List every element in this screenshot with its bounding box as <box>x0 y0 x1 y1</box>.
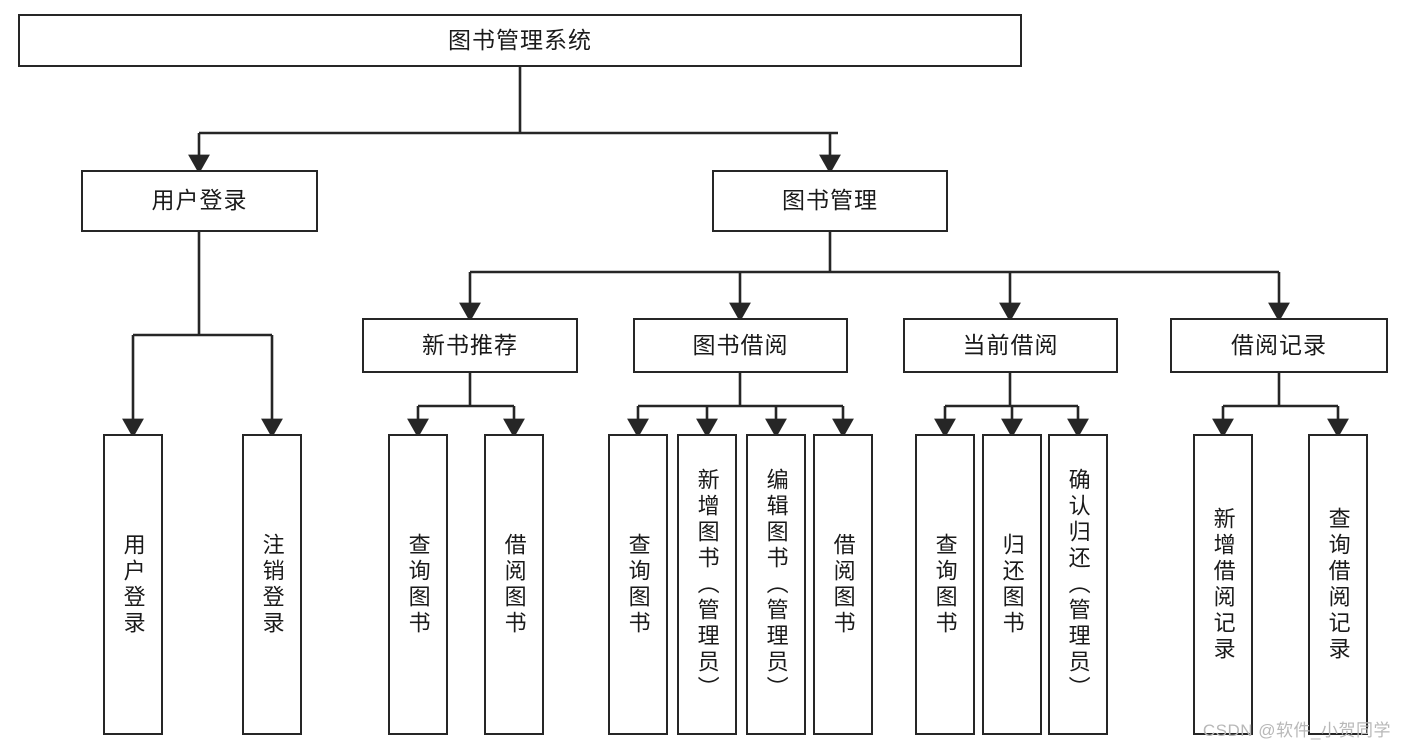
node-label: 新书推荐 <box>422 331 518 358</box>
node-label: 新增借阅记录 <box>1210 506 1236 663</box>
node-leaf-user-login-signin[interactable]: 用户登录 <box>103 434 163 735</box>
node-book-management[interactable]: 图书管理 <box>712 170 948 232</box>
node-label: 查询图书 <box>932 532 958 637</box>
node-label: 借阅记录 <box>1231 331 1327 358</box>
node-leaf-current-query[interactable]: 查询图书 <box>915 434 975 735</box>
node-label: 注销登录 <box>259 532 285 637</box>
node-label: 借阅图书 <box>830 532 856 637</box>
node-leaf-borrow-query[interactable]: 查询图书 <box>608 434 668 735</box>
node-label: 确认归还（管理员） <box>1065 467 1091 702</box>
node-leaf-borrow-edit-admin[interactable]: 编辑图书（管理员） <box>746 434 806 735</box>
node-label: 图书借阅 <box>692 331 789 358</box>
node-user-login[interactable]: 用户登录 <box>81 170 318 232</box>
node-label: 图书管理系统 <box>448 26 592 53</box>
node-leaf-current-return[interactable]: 归还图书 <box>982 434 1042 735</box>
node-new-book-recommend[interactable]: 新书推荐 <box>362 318 578 373</box>
node-leaf-borrow-lend[interactable]: 借阅图书 <box>813 434 873 735</box>
node-label: 查询图书 <box>625 532 651 637</box>
csdn-watermark: CSDN @软件_小贺同学 <box>1202 721 1391 740</box>
node-leaf-current-confirm-admin[interactable]: 确认归还（管理员） <box>1048 434 1108 735</box>
node-label: 用户登录 <box>120 532 146 637</box>
node-label: 查询借阅记录 <box>1325 506 1351 663</box>
node-label: 查询图书 <box>405 532 431 637</box>
node-label: 新增图书（管理员） <box>694 467 720 702</box>
node-leaf-user-login-signout[interactable]: 注销登录 <box>242 434 302 735</box>
node-label: 归还图书 <box>999 532 1025 637</box>
node-leaf-borrow-add-admin[interactable]: 新增图书（管理员） <box>677 434 737 735</box>
node-book-borrow[interactable]: 图书借阅 <box>633 318 848 373</box>
node-label: 借阅图书 <box>501 532 527 637</box>
node-label: 图书管理 <box>782 187 878 214</box>
node-current-borrow[interactable]: 当前借阅 <box>903 318 1118 373</box>
node-label: 用户登录 <box>151 187 248 214</box>
node-leaf-record-add[interactable]: 新增借阅记录 <box>1193 434 1253 735</box>
node-leaf-record-query[interactable]: 查询借阅记录 <box>1308 434 1368 735</box>
node-label: 编辑图书（管理员） <box>763 467 789 702</box>
node-leaf-newbook-borrow[interactable]: 借阅图书 <box>484 434 544 735</box>
node-leaf-newbook-query[interactable]: 查询图书 <box>388 434 448 735</box>
node-borrow-record[interactable]: 借阅记录 <box>1170 318 1388 373</box>
node-label: 当前借阅 <box>962 331 1059 358</box>
node-root-system[interactable]: 图书管理系统 <box>18 14 1022 67</box>
